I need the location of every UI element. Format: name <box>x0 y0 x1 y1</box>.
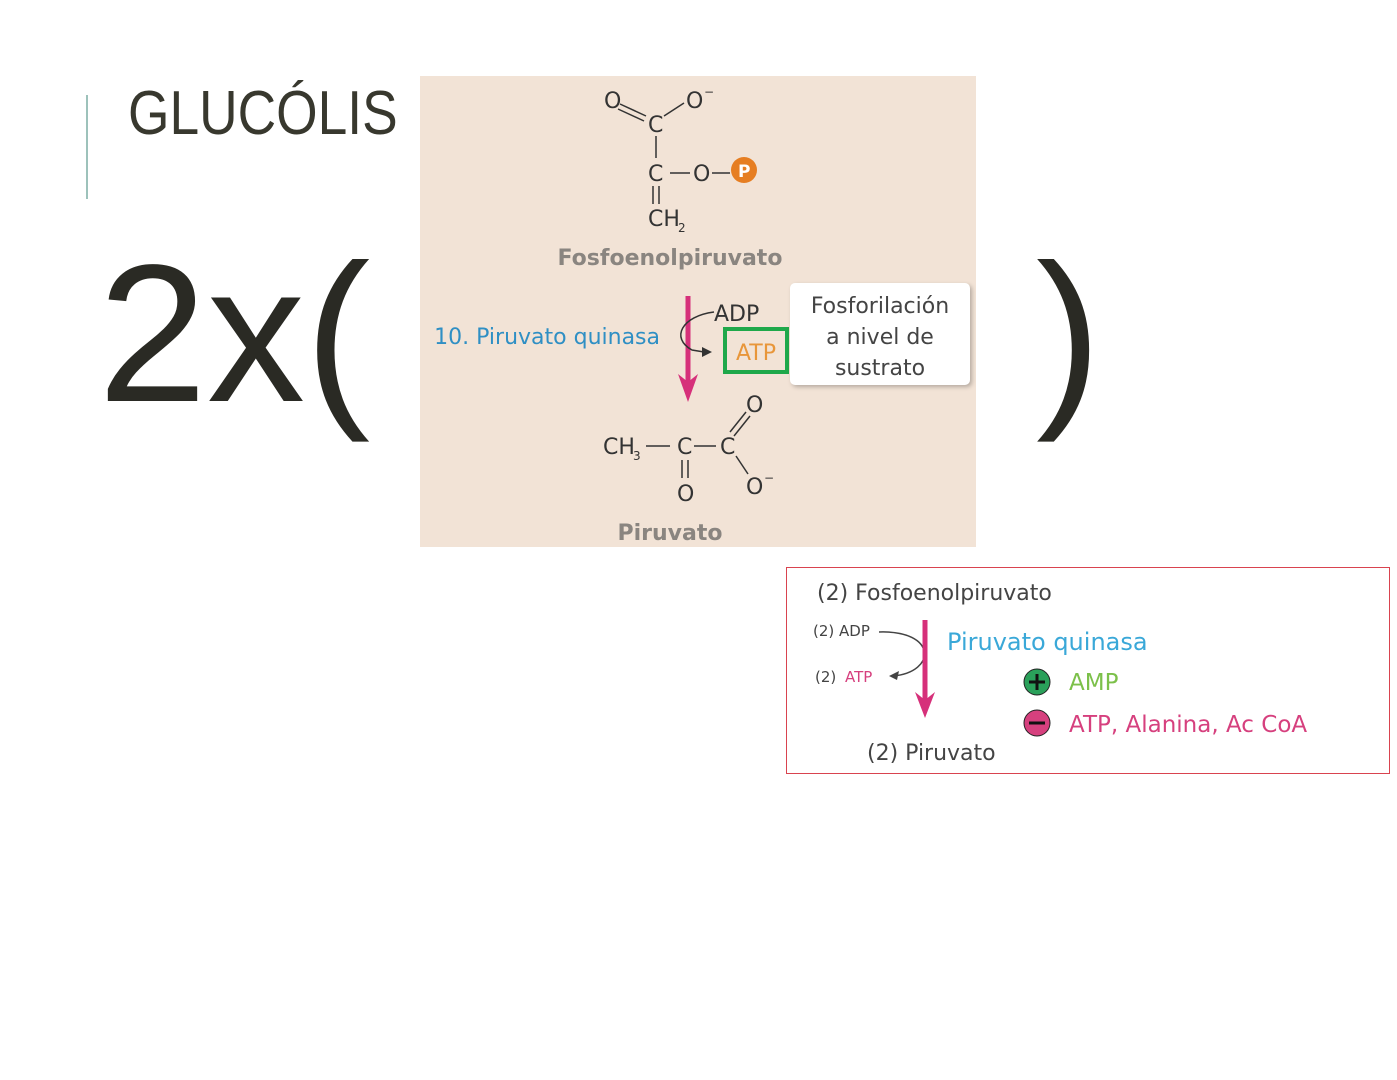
substrate-name: Fosfoenolpiruvato <box>558 246 783 271</box>
atom: C <box>677 435 692 460</box>
atom: O <box>604 89 621 114</box>
atom: C <box>648 162 663 187</box>
atom: O <box>746 475 763 500</box>
summary-diagram: (2) Fosfoenolpiruvato (2) ADP (2) ATP Pi… <box>813 581 1307 766</box>
plus-circle-icon <box>1023 668 1051 696</box>
phosphate-icon <box>731 157 757 183</box>
summary-product: (2) Piruvato <box>867 741 996 766</box>
atom: O <box>686 89 703 114</box>
atom: CH <box>648 207 680 232</box>
summary-atp: ATP <box>845 668 872 686</box>
charge-sign: − <box>764 471 774 485</box>
cofactor-arrow <box>878 631 926 677</box>
cofactor-arrow <box>680 311 715 353</box>
pep-bonds <box>617 102 730 204</box>
enzyme-label: 10. Piruvato quinasa <box>434 325 660 350</box>
title-accent-line <box>86 95 88 199</box>
close-paren: ) <box>1036 224 1102 443</box>
summary-atp-prefix: (2) <box>815 668 836 686</box>
arrow-head <box>889 671 899 680</box>
pyruvate-structure: CH 3 C C O O O − <box>603 393 774 507</box>
phosphate-label: P <box>738 162 750 182</box>
callout-line: Fosforilación <box>811 294 949 319</box>
callout-line: a nivel de <box>826 325 934 350</box>
slide-title: GLUCÓLIS <box>128 79 398 148</box>
activator-label: AMP <box>1069 670 1119 696</box>
atom: O <box>746 393 763 418</box>
charge-sign: − <box>704 85 714 99</box>
summary-enzyme: Piruvato quinasa <box>947 628 1148 656</box>
atom: O <box>693 162 710 187</box>
adp-label: ADP <box>714 302 759 327</box>
reaction-diagram: O O − C C O CH 2 P Fosfoenolpiruvato 10.… <box>434 85 970 546</box>
subscript: 2 <box>678 221 686 235</box>
atom: CH <box>603 435 635 460</box>
pyruvate-bonds <box>646 411 751 478</box>
reaction-figure: O O − C C O CH 2 P Fosfoenolpiruvato 10.… <box>420 76 976 547</box>
atp-highlight-box <box>723 327 789 374</box>
atom: O <box>677 482 694 507</box>
callout-line: sustrato <box>835 356 925 381</box>
subscript: 3 <box>633 449 641 463</box>
summary-substrate: (2) Fosfoenolpiruvato <box>817 581 1052 606</box>
summary-adp: (2) ADP <box>813 622 870 640</box>
callout-box <box>790 283 970 385</box>
pep-structure: O O − C C O CH 2 <box>604 85 714 235</box>
atp-label: ATP <box>736 341 776 366</box>
arrow-head <box>702 347 712 357</box>
minus-circle-icon <box>1023 709 1051 737</box>
arrow-head <box>678 374 698 402</box>
inhibitors-label: ATP, Alanina, Ac CoA <box>1069 712 1307 738</box>
atom: C <box>648 113 663 138</box>
summary-box: (2) Fosfoenolpiruvato (2) ADP (2) ATP Pi… <box>786 567 1390 774</box>
multiplier-text: 2x( <box>98 224 371 443</box>
atom: C <box>720 435 735 460</box>
arrow-head <box>915 692 935 718</box>
product-name: Piruvato <box>618 521 723 546</box>
